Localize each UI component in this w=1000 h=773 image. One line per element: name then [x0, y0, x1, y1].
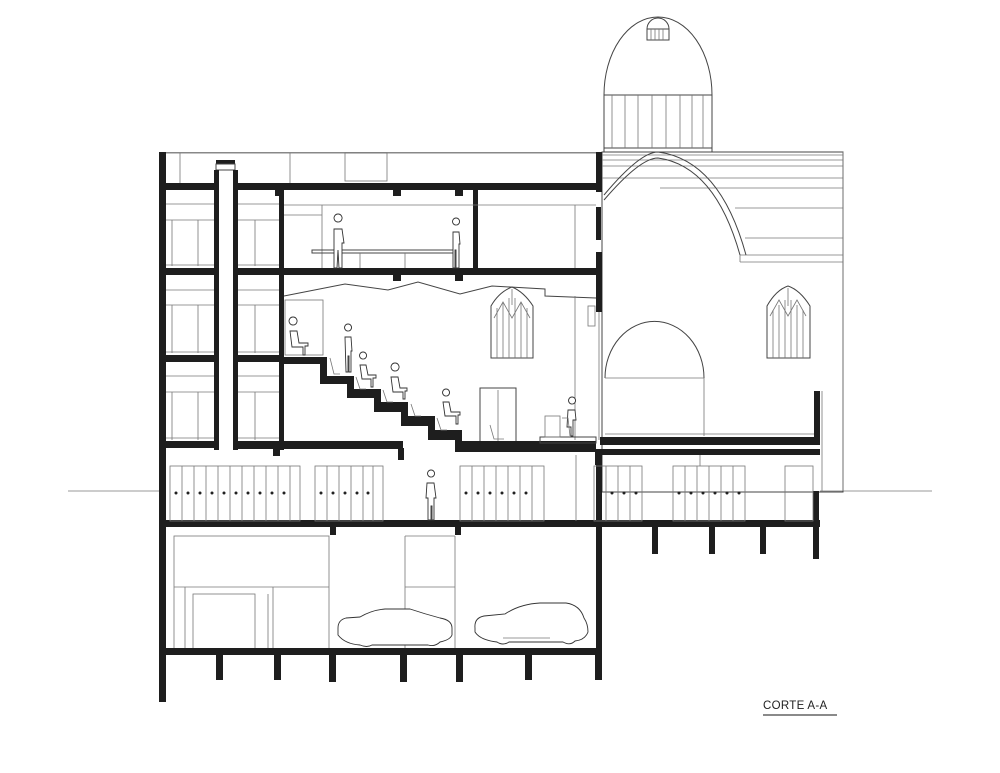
parking-basement [173, 527, 589, 650]
auditorium-steps [284, 357, 596, 452]
storage-bay-symbols [174, 491, 741, 495]
person-standing [452, 217, 461, 269]
cornice-lines [602, 154, 843, 263]
audience-figures [288, 316, 577, 440]
gothic-window-left [490, 286, 534, 359]
church-dome [603, 16, 713, 152]
church-elevation [600, 16, 844, 559]
gothic-window-right [766, 285, 811, 359]
car-sedan [337, 608, 453, 647]
title-underline [763, 714, 837, 716]
office-cabinets [166, 203, 279, 440]
section-title-block: CORTE A-A [763, 700, 837, 716]
section-title: CORTE A-A [763, 700, 828, 712]
storage-bays [169, 455, 814, 522]
building-section [159, 152, 820, 702]
meeting-room [284, 204, 596, 269]
person-walking [425, 469, 437, 521]
foundation-piles [216, 655, 602, 682]
car-suv [474, 602, 589, 645]
person-standing [333, 213, 345, 269]
